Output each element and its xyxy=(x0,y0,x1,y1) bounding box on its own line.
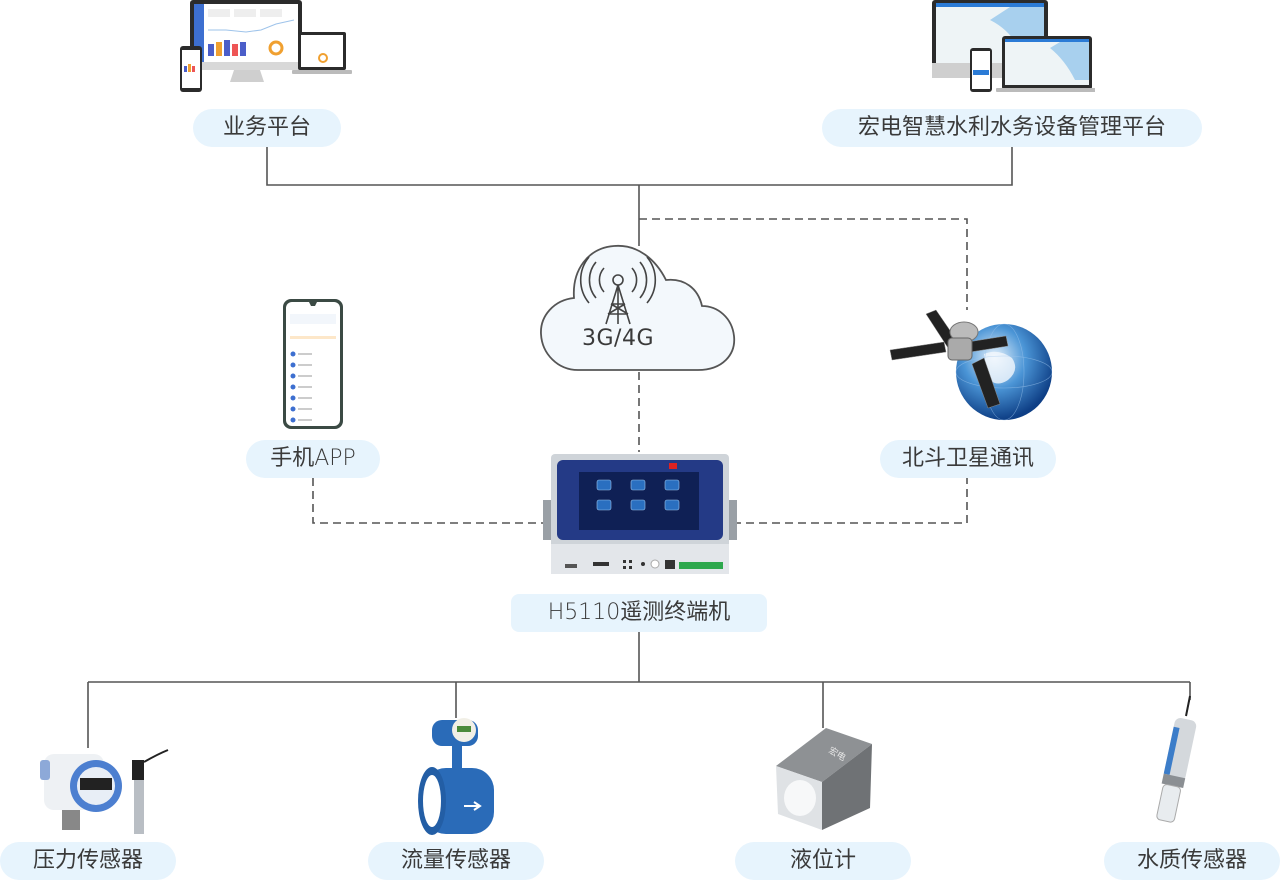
mobile-app-node[interactable] xyxy=(282,298,344,430)
level-meter-node[interactable]: 宏电 xyxy=(772,726,874,834)
terminal-label: H5110遥测终端机 xyxy=(511,594,767,632)
water-quality-sensor-label: 水质传感器 xyxy=(1104,842,1280,880)
business-platform-label: 业务平台 xyxy=(193,109,341,147)
satellite-globe-icon xyxy=(889,309,1053,421)
network-label: 3G/4G xyxy=(581,326,654,351)
edge-beidou-to-terminal xyxy=(735,476,968,524)
smartphone-app-icon xyxy=(283,299,343,429)
devices-map-icon xyxy=(932,0,1098,92)
pressure-sensor-label: 压力传感器 xyxy=(0,842,176,880)
edge-business-platform xyxy=(266,146,639,186)
level-meter-label: 液位计 xyxy=(735,842,911,880)
business-platform-node[interactable] xyxy=(176,0,354,94)
flow-sensor-label: 流量传感器 xyxy=(368,842,544,880)
water-quality-sensor-node[interactable] xyxy=(1146,694,1200,830)
water-quality-probe-icon xyxy=(1156,695,1197,823)
devices-dashboard-icon xyxy=(180,0,352,92)
edge-network-to-beidou xyxy=(639,218,968,310)
management-platform-label: 宏电智慧水利水务设备管理平台 xyxy=(822,109,1202,147)
beidou-label: 北斗卫星通讯 xyxy=(880,440,1056,478)
pressure-sensor-node[interactable] xyxy=(34,746,174,836)
cell-tower-cloud-icon xyxy=(540,245,735,371)
rtu-terminal-icon xyxy=(543,454,737,574)
mobile-app-label: 手机APP xyxy=(246,440,380,478)
beidou-node[interactable] xyxy=(888,308,1053,424)
pressure-transmitter-icon xyxy=(40,749,169,834)
edge-management-platform xyxy=(639,146,1013,186)
flow-sensor-node[interactable] xyxy=(410,714,502,838)
management-platform-node[interactable] xyxy=(930,0,1098,94)
electromagnetic-flowmeter-icon xyxy=(418,718,494,835)
network-cloud-node[interactable] xyxy=(538,242,738,374)
radar-level-meter-icon: 宏电 xyxy=(776,728,872,830)
edge-app-to-terminal xyxy=(312,478,545,524)
terminal-node[interactable] xyxy=(543,452,737,576)
